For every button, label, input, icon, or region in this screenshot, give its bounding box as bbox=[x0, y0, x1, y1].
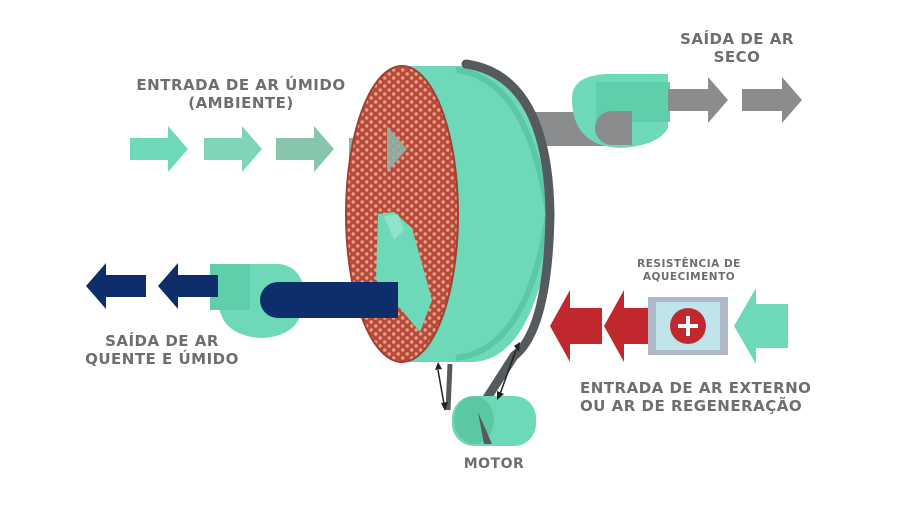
arrow-dry-out-2 bbox=[742, 77, 802, 123]
regeneration-sector bbox=[376, 212, 432, 332]
label-external-air-inlet-line1: ENTRADA DE AR EXTERNO bbox=[580, 379, 812, 397]
arrow-humid-in-2 bbox=[204, 126, 262, 172]
label-heater-line2: AQUECIMENTO bbox=[642, 270, 736, 283]
label-dry-air-outlet-line2: SECO bbox=[713, 48, 761, 66]
external-air-inlet-arrows bbox=[734, 288, 788, 364]
drive-belt bbox=[461, 59, 555, 417]
arrow-hot-out-2 bbox=[86, 263, 146, 309]
arrow-red-2 bbox=[550, 290, 602, 362]
label-heater: RESISTÊNCIA DE AQUECIMENTO bbox=[626, 258, 752, 283]
motor bbox=[452, 396, 536, 446]
regeneration-hot-arrows bbox=[550, 290, 656, 362]
arrow-dry-out-1 bbox=[668, 77, 728, 123]
label-hot-humid-outlet-line2: QUENTE E ÚMIDO bbox=[85, 350, 239, 368]
dry-air-outlet-arrows bbox=[668, 77, 802, 123]
arrow-red-1 bbox=[604, 290, 656, 362]
hot-humid-outlet-arrows bbox=[86, 263, 218, 309]
label-external-air-inlet-line2: OU AR DE REGENERAÇÃO bbox=[580, 397, 803, 415]
dry-air-blower bbox=[572, 74, 670, 148]
label-hot-humid-outlet: SAÍDA DE AR QUENTE E ÚMIDO bbox=[74, 332, 250, 368]
label-external-air-inlet: ENTRADA DE AR EXTERNO OU AR DE REGENERAÇ… bbox=[580, 379, 820, 415]
arrow-humid-in-3 bbox=[276, 126, 334, 172]
arrow-external-in bbox=[734, 288, 788, 364]
label-heater-line1: RESISTÊNCIA DE bbox=[637, 258, 741, 270]
arrow-humid-in-1 bbox=[130, 126, 188, 172]
label-humid-air-inlet-line1: ENTRADA DE AR ÚMIDO bbox=[136, 76, 346, 94]
label-hot-humid-outlet-line1: SAÍDA DE AR bbox=[105, 332, 219, 350]
hot-humid-duct bbox=[260, 282, 398, 318]
label-dry-air-outlet: SAÍDA DE AR SECO bbox=[664, 30, 810, 66]
heater-box bbox=[648, 297, 728, 355]
label-motor: MOTOR bbox=[446, 456, 542, 473]
label-humid-air-inlet-line2: (AMBIENTE) bbox=[188, 94, 294, 112]
desiccant-rotor bbox=[345, 59, 555, 417]
belt-motion-arrows bbox=[435, 342, 520, 411]
label-humid-air-inlet: ENTRADA DE AR ÚMIDO (AMBIENTE) bbox=[118, 76, 364, 112]
label-dry-air-outlet-line1: SAÍDA DE AR bbox=[680, 30, 794, 48]
label-motor-text: MOTOR bbox=[463, 456, 525, 472]
arrow-humid-in-overlap bbox=[387, 126, 407, 172]
arrow-hot-out-1 bbox=[158, 263, 218, 309]
